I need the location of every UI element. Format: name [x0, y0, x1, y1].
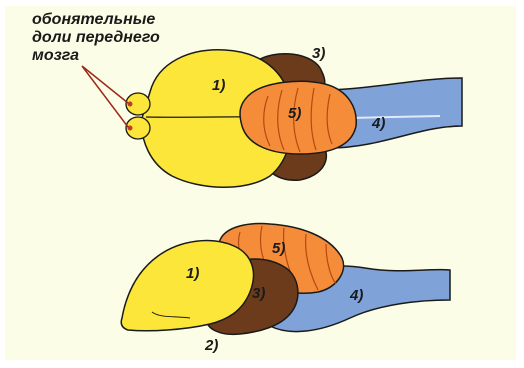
side-label-4: 4)	[349, 287, 363, 304]
olfactory-pointer-lines	[82, 66, 128, 127]
annotation-line-3: мозга	[32, 47, 160, 65]
side-label-2: 2)	[204, 337, 218, 354]
side-label-3: 3)	[252, 285, 265, 302]
side-label-5: 5)	[272, 240, 285, 257]
top-view: 1) 3) 4) 5)	[82, 45, 462, 187]
top-label-5: 5)	[288, 105, 301, 122]
annotation-line-2: доли переднего	[32, 29, 160, 47]
top-label-1: 1)	[212, 77, 225, 94]
top-label-3: 3)	[312, 45, 325, 62]
top-label-4: 4)	[371, 115, 385, 132]
olfactory-annotation: обонятельные доли переднего мозга	[32, 11, 160, 65]
side-label-1: 1)	[186, 265, 199, 282]
annotation-line-1: обонятельные	[32, 11, 160, 29]
side-view: 1) 2) 3) 4) 5)	[121, 224, 450, 354]
